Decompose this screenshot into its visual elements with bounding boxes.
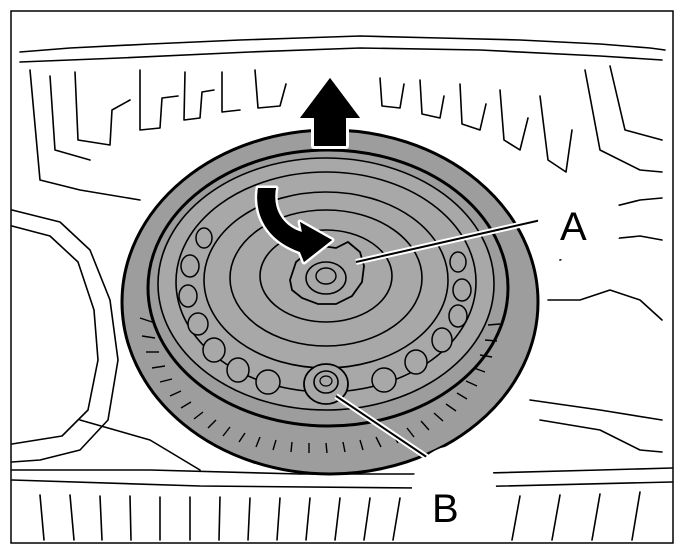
callout-a: A <box>355 180 622 265</box>
callout-b: B <box>334 393 496 531</box>
trunk-outline <box>11 35 673 541</box>
leader-line-b <box>335 395 441 467</box>
callout-label-b: B <box>432 487 459 531</box>
leader-line-a <box>355 217 551 263</box>
lower-bolt <box>303 363 349 405</box>
tire-tread <box>139 317 501 454</box>
callout-label-a: A <box>560 205 587 249</box>
arrow-up-icon <box>297 75 363 149</box>
spare-tire <box>120 128 540 476</box>
curved-arrow-icon <box>254 185 335 265</box>
wheel-holes <box>178 227 472 395</box>
